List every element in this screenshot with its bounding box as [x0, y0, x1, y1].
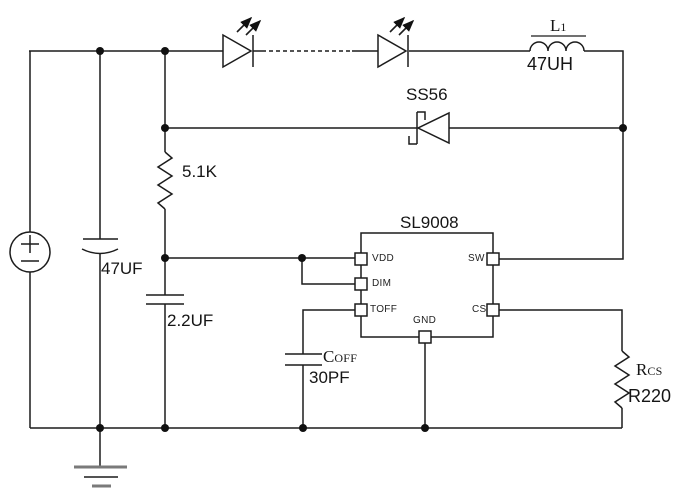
pin-vdd — [354, 252, 368, 266]
diode-part-label: SS56 — [406, 85, 448, 104]
ic-right-wiring — [424, 309, 631, 428]
pin-label-toff: TOFF — [370, 304, 398, 315]
junction-dots — [96, 47, 627, 432]
pin-label-vdd: VDD — [372, 253, 395, 264]
inductor-icon — [529, 35, 586, 52]
inductor-ref-label: L1 — [550, 17, 567, 34]
bias-resistor-icon — [156, 151, 174, 210]
vdd-capacitor-icon — [146, 294, 184, 305]
pin-gnd — [418, 330, 432, 344]
sense-resistor-value-label: R220 — [628, 386, 672, 406]
bias-resistor-value-label: 5.1K — [182, 162, 217, 181]
plus-symbol — [21, 235, 39, 253]
ic-left-wiring — [165, 257, 355, 428]
inductor-ref-main: L — [550, 16, 561, 35]
toff-capacitor-ref-label: COFF — [323, 348, 357, 365]
sense-resistor-icon — [613, 350, 631, 409]
pin-label-dim: DIM — [372, 278, 392, 289]
ic-body — [354, 232, 500, 344]
sense-res-ref-main: R — [636, 360, 648, 379]
toff-capacitor-value-label: 30PF — [309, 368, 350, 387]
vdd-capacitor-value-label: 2.2UF — [167, 311, 214, 330]
pin-label-cs: CS — [472, 304, 487, 315]
top-rail-wire — [29, 50, 624, 260]
pin-dim — [354, 277, 368, 291]
pin-label-sw: SW — [468, 253, 485, 264]
pin-cs — [486, 303, 500, 317]
sense-resistor-ref-label: RCS — [636, 361, 663, 378]
pin-toff — [354, 303, 368, 317]
dc-source-icon — [9, 51, 51, 428]
input-capacitor-value-label: 47UF — [101, 259, 143, 278]
toff-capacitor-icon — [285, 353, 322, 366]
schottky-diode-icon — [165, 111, 623, 145]
pin-sw — [486, 252, 500, 266]
inductor-ref-sub: 1 — [560, 20, 567, 34]
led1-icon — [222, 16, 262, 69]
inductor-value-label: 47UH — [527, 54, 574, 74]
pin-label-gnd: GND — [413, 315, 437, 326]
led2-icon — [377, 16, 415, 69]
toff-cap-ref-sub: OFF — [334, 351, 358, 365]
ground-icon — [74, 428, 127, 488]
input-capacitor-icon — [81, 51, 119, 428]
bias-branch — [146, 51, 184, 428]
ic-part-label: SL9008 — [400, 213, 459, 232]
toff-cap-ref-main: C — [323, 347, 335, 366]
sense-res-ref-sub: CS — [647, 364, 663, 378]
